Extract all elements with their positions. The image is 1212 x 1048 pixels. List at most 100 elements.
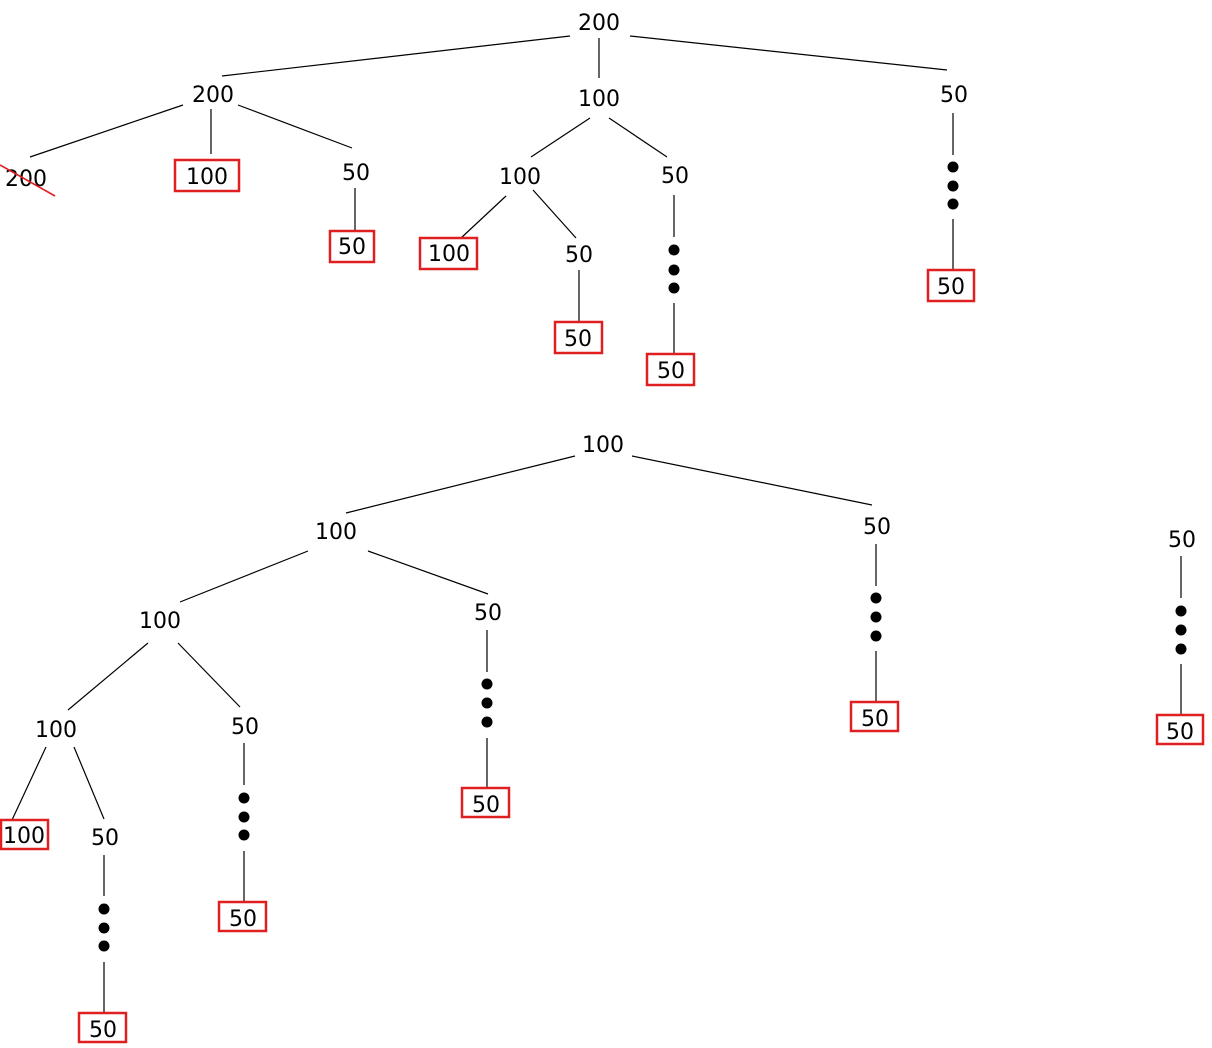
ellipsis-dot [947,180,959,192]
nodes-layer: 2002001005020010050501005010050505050100… [0,11,1205,1044]
tree-edge [367,550,489,595]
node-label: 50 [940,83,968,108]
node-label: 100 [578,87,620,112]
ellipsis-dot [870,611,882,623]
node-label: 200 [578,11,620,36]
tree-node: 50 [565,243,593,268]
leaf-node-highlighted: 100 [173,158,241,193]
tree-node: 100 [582,433,624,458]
tree-edge [460,195,507,239]
tree-node: 50 [474,601,502,626]
highlight-box [460,786,511,819]
ellipsis-dot [238,829,250,841]
node-label: 50 [564,327,592,352]
strikethrough-mark [0,164,56,197]
leaf-node-highlighted: 100 [0,818,50,851]
node-label: 50 [861,707,889,732]
node-label: 50 [338,235,366,260]
highlight-box [0,818,50,851]
ellipsis-dot [1175,624,1187,636]
node-label: 50 [472,793,500,818]
ellipsis-dot [481,678,493,690]
node-label: 100 [428,242,470,267]
tree-node: 100 [499,165,541,190]
leaf-node-highlighted: 50 [328,229,376,264]
ellipsis-dot [668,282,680,294]
node-label: 50 [474,601,502,626]
ellipsis-dot [947,198,959,210]
tree-edge [221,35,571,77]
node-label: 50 [89,1018,117,1043]
node-label: 50 [661,164,689,189]
highlight-box [1155,713,1205,746]
highlight-box [77,1011,128,1044]
highlight-box [328,229,376,264]
highlight-box [217,900,268,933]
tree-edge [177,642,241,708]
leaf-node-highlighted: 50 [217,900,268,933]
tree-node: 50 [863,515,891,540]
tree-edge [608,117,668,158]
highlight-box [926,268,976,303]
tree-edge [345,455,576,514]
tree-edge [11,746,47,821]
ellipsis-dot [947,161,959,173]
tree-node: 100 [139,609,181,634]
leaf-node-highlighted: 50 [460,786,511,819]
tree-edge [29,104,184,158]
tree-edge [631,455,873,506]
node-label: 50 [565,243,593,268]
tree-node: 200 [0,164,56,197]
edges-layer [11,35,1187,1013]
tree-node: 200 [578,11,620,36]
tree-node: 50 [231,715,259,740]
node-label: 50 [342,161,370,186]
node-label: 100 [186,165,228,190]
ellipsis-dot [238,811,250,823]
ellipsis-dot [1175,605,1187,617]
leaf-node-highlighted: 50 [553,320,604,355]
highlight-box [553,320,604,355]
node-label: 50 [937,275,965,300]
tree-node: 50 [91,826,119,851]
ellipsis-dot [98,903,110,915]
tree-edge [73,746,105,820]
ellipsis-dot [238,792,250,804]
leaf-node-highlighted: 50 [645,352,696,387]
node-label: 50 [1168,528,1196,553]
node-label: 50 [229,907,257,932]
tree-edge [629,35,948,71]
ellipsis-dot [870,592,882,604]
node-label: 100 [315,520,357,545]
ellipsis-dot [870,630,882,642]
node-label: 100 [582,433,624,458]
leaf-node-highlighted: 50 [77,1011,128,1044]
highlight-box [645,352,696,387]
tree-node: 50 [1168,528,1196,553]
ellipsis-dot [98,922,110,934]
highlight-box [849,700,900,733]
leaf-node-highlighted: 50 [926,268,976,303]
node-label: 50 [1166,720,1194,745]
tree-node: 100 [578,87,620,112]
tree-edge [67,642,149,711]
node-label: 50 [231,715,259,740]
leaf-node-highlighted: 50 [1155,713,1205,746]
node-label: 50 [863,515,891,540]
tree-edge [237,104,353,149]
node-label: 100 [499,165,541,190]
tree-node: 100 [315,520,357,545]
ellipsis-dot [98,940,110,952]
node-label: 100 [3,824,45,849]
tree-edge [530,117,591,158]
ellipsis-dot [668,264,680,276]
ellipsis-dot [481,697,493,709]
highlight-box [173,158,241,193]
ellipsis-dot [668,244,680,256]
node-label: 100 [139,609,181,634]
tree-node: 50 [661,164,689,189]
tree-edge [532,189,577,239]
tree-node: 100 [35,718,77,743]
tree-node: 50 [940,83,968,108]
